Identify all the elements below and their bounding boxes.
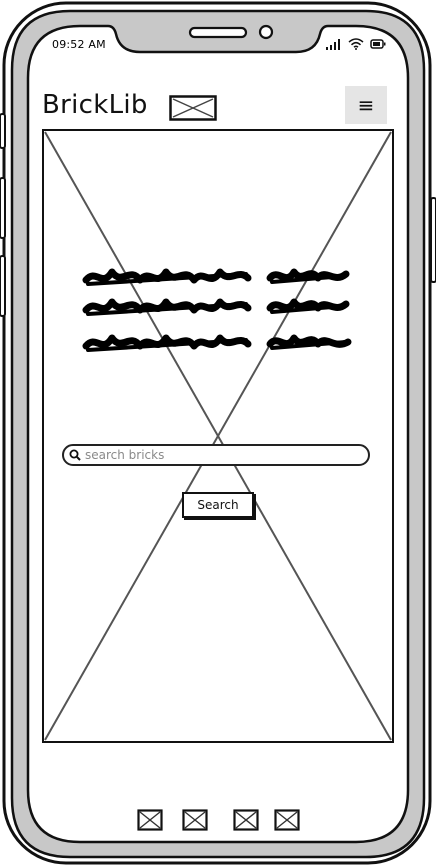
footer-image-placeholder-icon[interactable] bbox=[233, 809, 259, 831]
hero-image-placeholder bbox=[42, 129, 394, 743]
footer-image-placeholder-icon[interactable] bbox=[137, 809, 163, 831]
search-field[interactable] bbox=[62, 444, 370, 466]
status-time: 09:52 AM bbox=[52, 38, 106, 51]
search-button[interactable]: Search bbox=[182, 492, 254, 518]
signal-icon bbox=[326, 39, 340, 50]
search-icon bbox=[69, 449, 81, 461]
scribbled-text-placeholder bbox=[82, 268, 352, 352]
search-input[interactable] bbox=[81, 447, 368, 463]
footer-image-placeholder-icon[interactable] bbox=[182, 809, 208, 831]
brand-title: BrickLib bbox=[42, 90, 148, 120]
footer-image-placeholder-icon[interactable] bbox=[274, 809, 300, 831]
hamburger-menu-icon: ≡ bbox=[357, 93, 375, 117]
battery-icon bbox=[370, 39, 386, 49]
hero-image-placeholder-icon bbox=[42, 129, 394, 743]
menu-button[interactable]: ≡ bbox=[345, 86, 387, 124]
wifi-icon bbox=[348, 38, 364, 50]
logo-placeholder-icon bbox=[169, 95, 217, 121]
status-icons bbox=[326, 36, 386, 52]
